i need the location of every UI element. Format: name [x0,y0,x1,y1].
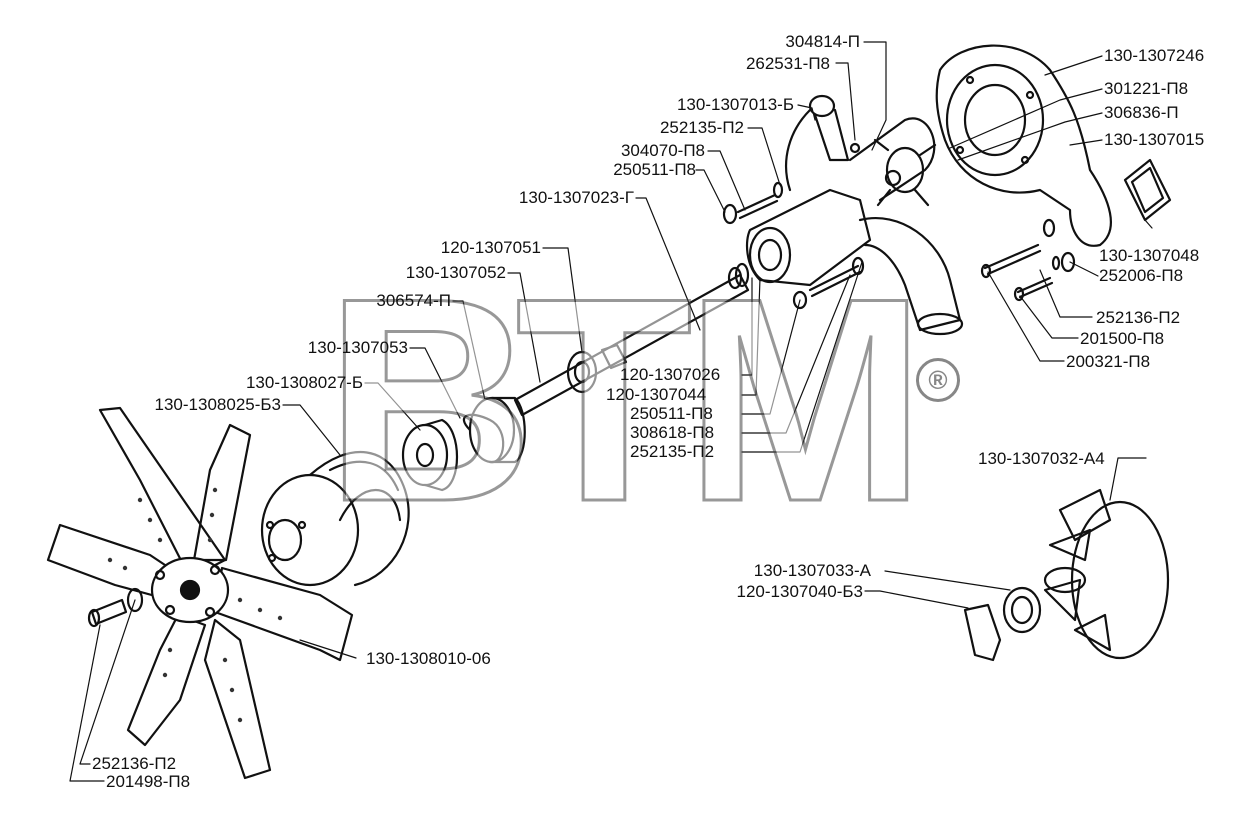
part-label: 130-1307052 [405,263,506,282]
part-label: 250511-П8 [613,160,696,179]
part-label: 130-1307033-А [753,561,871,580]
part-label: 200321-П8 [1066,352,1151,371]
part-label: 130-1308025-Б3 [154,395,281,414]
part-label: 120-1307051 [440,238,541,257]
part-label: 252135-П2 [630,442,715,461]
hub [401,418,459,492]
part-label: 130-1307013-Б [676,95,794,114]
part-label: 306574-П [376,291,451,310]
part-label: 306836-П [1104,103,1179,122]
part-label: 130-1307023-Г [518,188,634,207]
part-label: 308618-П8 [630,423,715,442]
part-label: 120-1307040-Б3 [736,582,863,601]
part-label: 252136-П2 [92,754,177,773]
impeller-small [873,138,937,207]
part-label: 130-1307032-А4 [978,449,1105,468]
pump-cover [935,44,1112,247]
part-label: 130-1308010-06 [366,649,491,668]
part-label: 301221-П8 [1104,79,1189,98]
part-label: 201498-П8 [106,772,191,791]
registered-mark: ® [916,358,960,402]
bearing [566,350,598,394]
part-label: 201500-П8 [1080,329,1165,348]
part-label: 304814-П [785,32,860,51]
part-label: 120-1307026 [620,365,721,384]
part-label: 262531-П8 [745,54,830,73]
pulley [260,450,410,587]
part-label: 130-1307053 [307,338,408,357]
part-label: 304070-П8 [620,141,705,160]
seal-small [963,586,1042,662]
impeller-large [1043,488,1170,660]
fan-bolt [87,587,144,628]
part-label: 250511-П8 [630,404,713,423]
pump-housing [745,94,964,336]
leader-lines [69,41,1153,782]
part-label: 120-1307044 [606,385,707,404]
seal-ring [462,396,526,464]
part-label: 252136-П2 [1096,308,1181,327]
shaft [513,266,750,417]
part-label: 130-1307048 [1099,246,1200,265]
part-label: 130-1307246 [1104,46,1205,65]
part-label: 130-1307015 [1104,130,1205,149]
gasket [1123,158,1172,222]
fan-blades [46,406,354,780]
part-label: 252006-П8 [1099,266,1184,285]
part-label: 252135-П2 [659,118,744,137]
bolts [722,181,1076,310]
part-label: 130-1308027-Б [245,373,363,392]
